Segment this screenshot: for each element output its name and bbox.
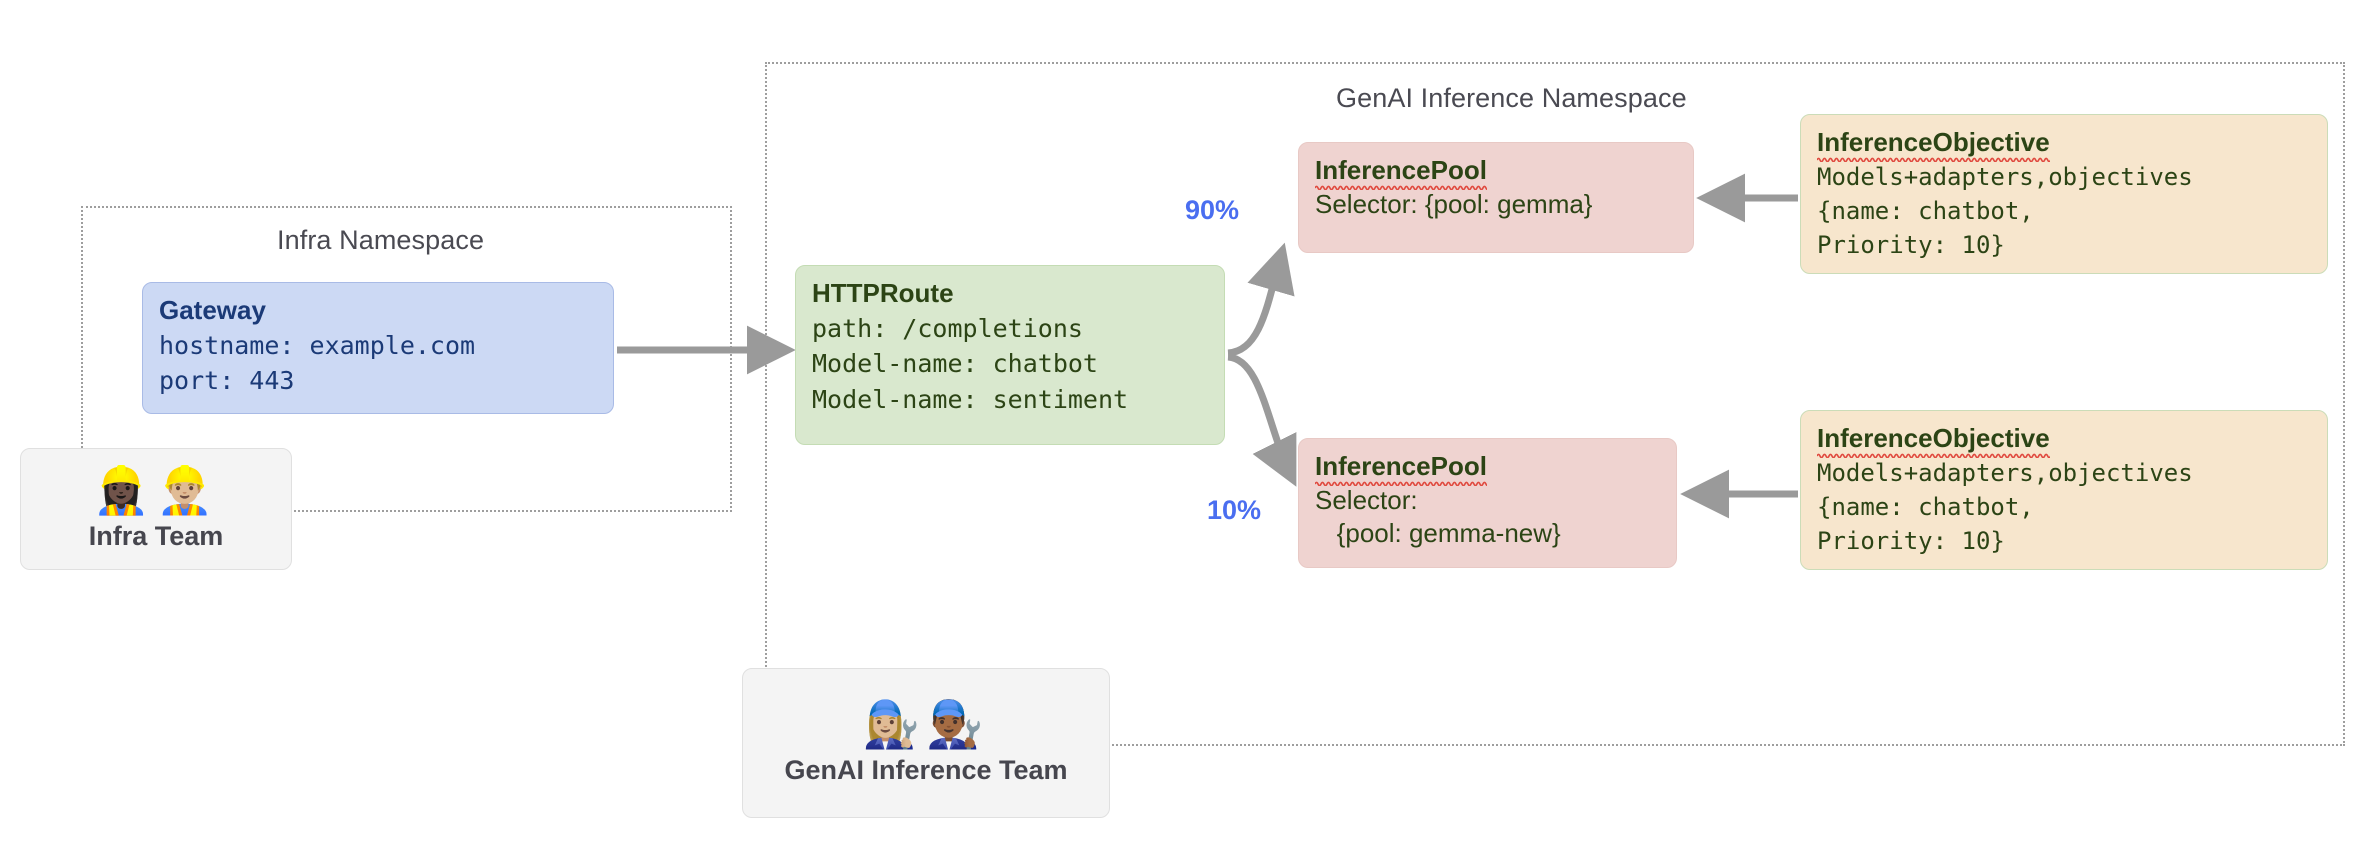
genai-namespace-title: GenAI Inference Namespace [1336,83,1687,113]
httproute-title: HTTPRoute [812,278,954,308]
inference-pool-card-bottom[interactable]: InferencePool Selector: {pool: gemma-new… [1298,438,1677,568]
httproute-card[interactable]: HTTPRoute path: /completions Model-name:… [795,265,1225,445]
gateway-title: Gateway [159,295,266,325]
infra-namespace-title: Infra Namespace [277,225,485,255]
genai-team-badge[interactable]: 👩🏼‍🔧👨🏾‍🔧 GenAI Inference Team [742,668,1110,818]
weight-label-top: 90% [1185,195,1240,225]
gateway-card[interactable]: Gateway hostname: example.com port: 443 [142,282,614,414]
infra-team-badge[interactable]: 👷🏿‍♀️👷🏼‍♂️ Infra Team [20,448,292,570]
gateway-details: hostname: example.com port: 443 [159,330,476,396]
inference-objective-top-title: InferenceObjective [1817,127,2050,162]
inference-pool-bottom-selector: Selector: {pool: gemma-new} [1315,484,1561,549]
inference-pool-top-title: InferencePool [1315,155,1487,190]
inference-objective-bottom-details: Models+adapters,objectives {name: chatbo… [1817,458,2193,555]
inference-objective-card-bottom[interactable]: InferenceObjective Models+adapters,objec… [1800,410,2328,570]
weight-label-bottom: 10% [1207,495,1262,525]
inference-objective-top-details: Models+adapters,objectives {name: chatbo… [1817,162,2193,259]
inference-objective-card-top[interactable]: InferenceObjective Models+adapters,objec… [1800,114,2328,274]
inference-objective-bottom-title: InferenceObjective [1817,423,2050,458]
infra-team-label: Infra Team [88,520,224,551]
infra-team-people-icon: 👷🏿‍♀️👷🏼‍♂️ [92,463,220,516]
inference-pool-card-top[interactable]: InferencePool Selector: {pool: gemma} [1298,142,1694,253]
infra-namespace-boundary [81,206,732,512]
genai-team-people-icon: 👩🏼‍🔧👨🏾‍🔧 [862,697,990,750]
httproute-details: path: /completions Model-name: chatbot M… [812,313,1129,414]
genai-team-label: GenAI Inference Team [784,754,1068,785]
inference-pool-top-selector: Selector: {pool: gemma} [1315,188,1593,219]
genai-namespace-boundary [765,62,2345,746]
inference-pool-bottom-title: InferencePool [1315,451,1487,486]
